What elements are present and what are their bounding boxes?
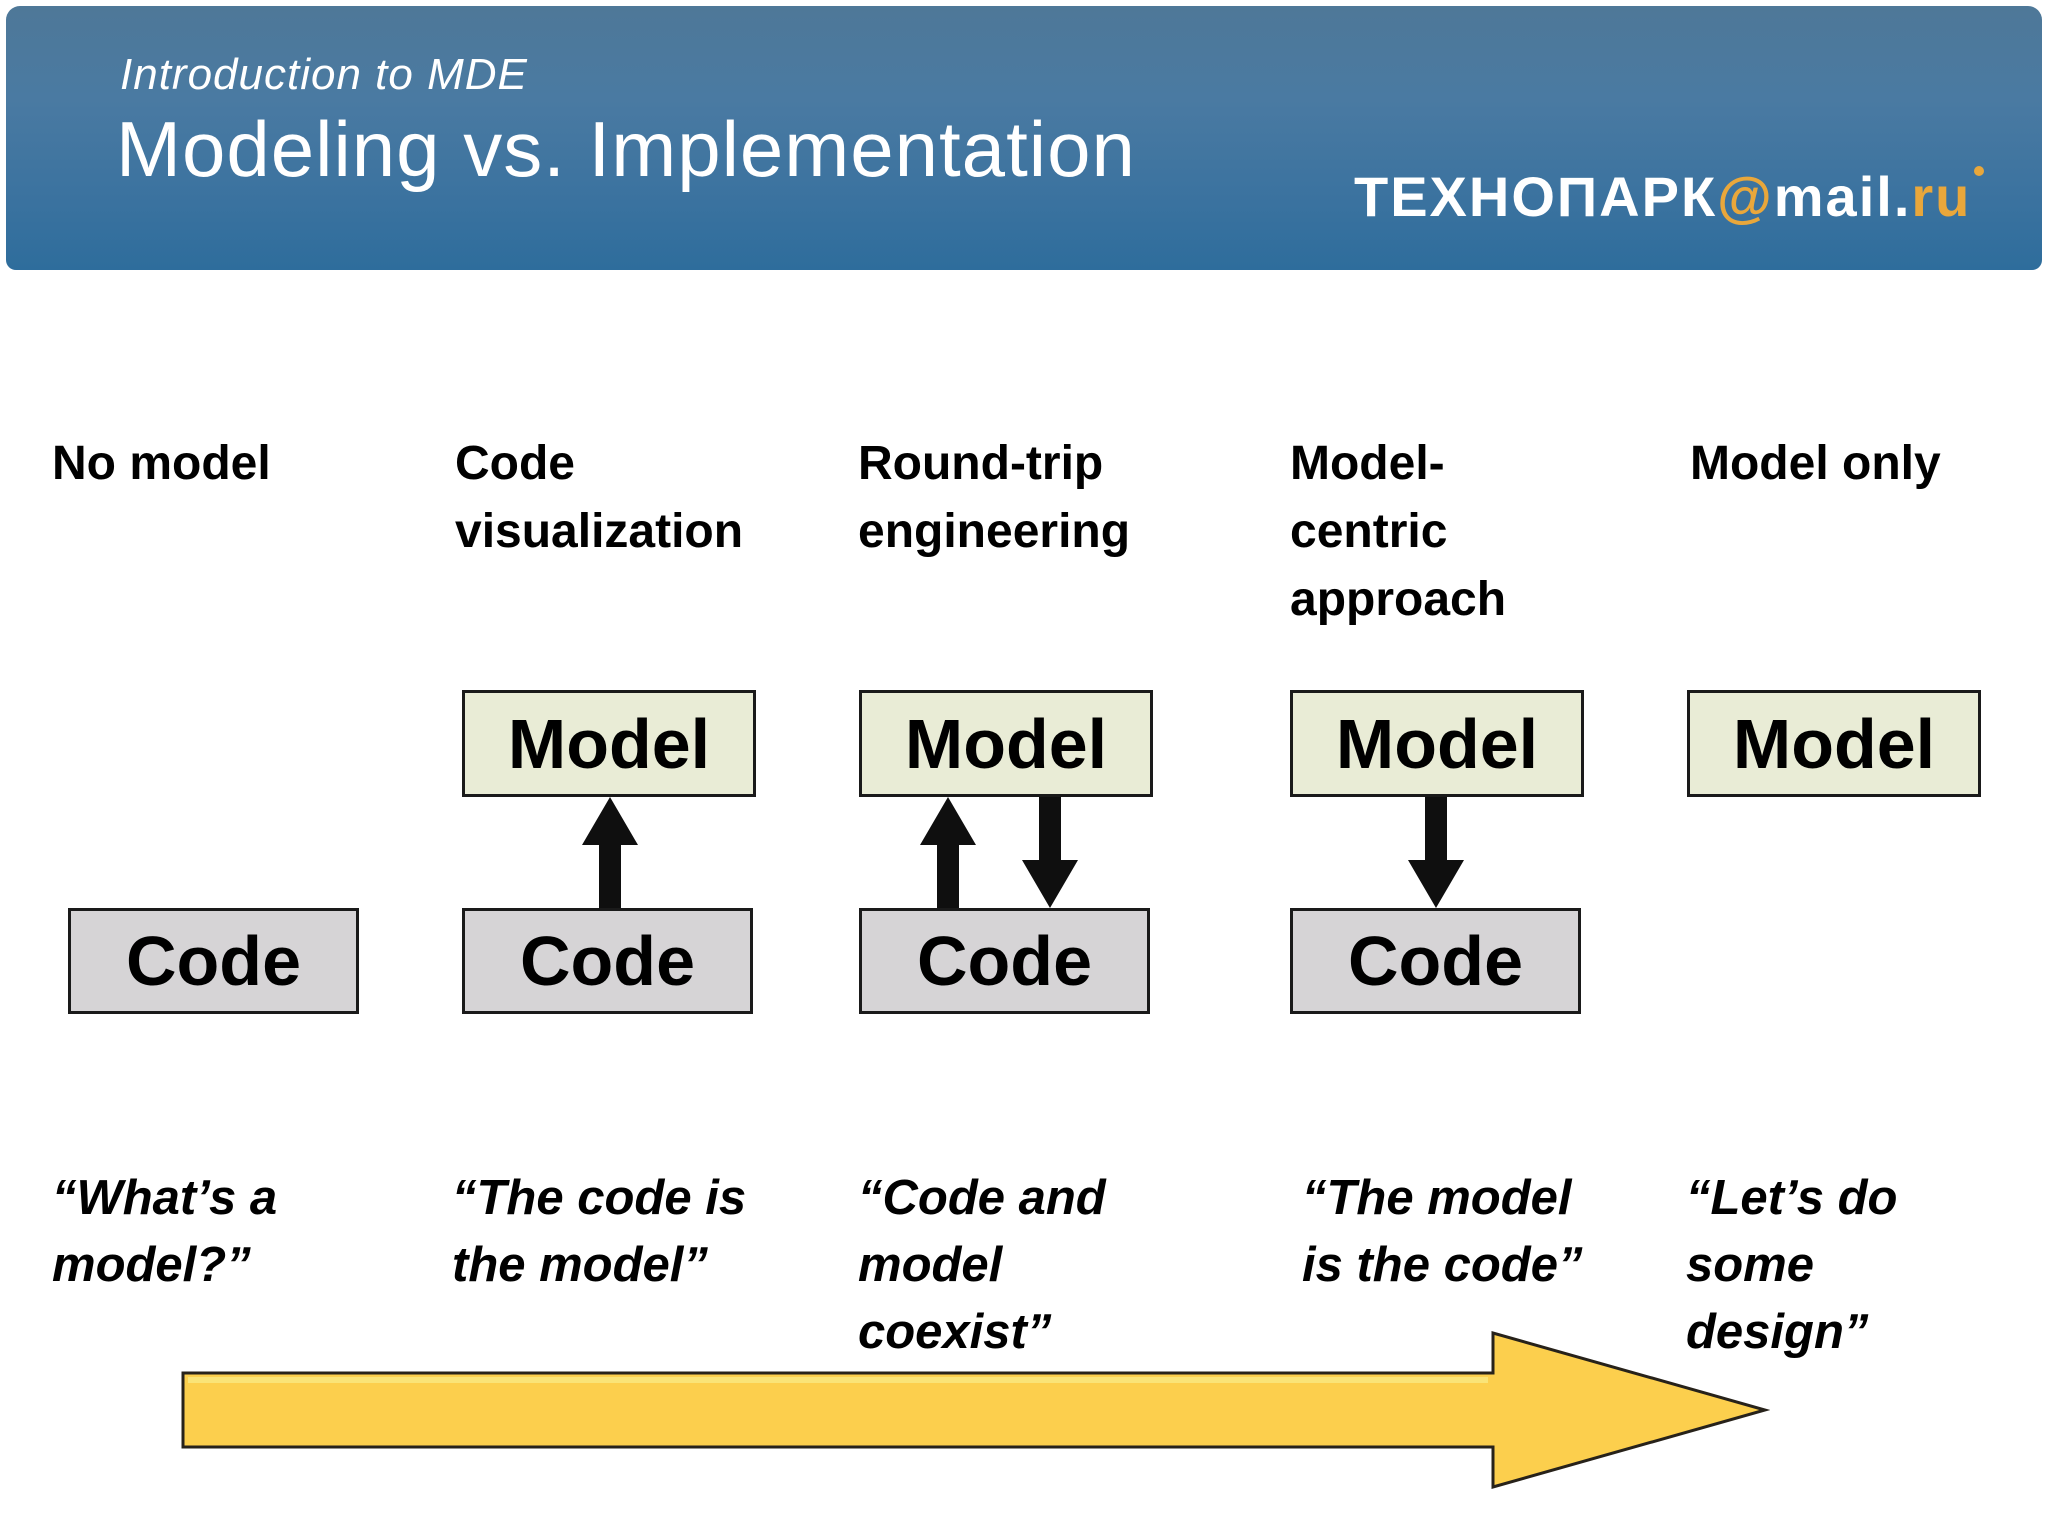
logo-trademark-dot xyxy=(1974,166,1985,176)
quote-round-trip: “Code and model coexist” xyxy=(858,1171,1106,1359)
down-arrow-icon xyxy=(1408,797,1464,908)
quote-model-centric: “The model is the code” xyxy=(1302,1171,1583,1292)
code-box: Code xyxy=(462,908,753,1014)
model-box: Model xyxy=(1290,690,1584,797)
slide-pretitle: Introduction to MDE xyxy=(120,50,528,99)
slide-title: Modeling vs. Implementation xyxy=(116,105,1136,193)
model-box: Model xyxy=(1687,690,1981,797)
up-arrow-icon xyxy=(920,797,976,908)
column-header-model-centric: Model- centric approach xyxy=(1290,437,1507,626)
model-box: Model xyxy=(859,690,1153,797)
timeline-arrow-icon xyxy=(181,1331,1770,1489)
column-header-model-only: Model only xyxy=(1690,437,1941,490)
header-banner: Introduction to MDE Modeling vs. Impleme… xyxy=(6,6,2042,270)
code-box: Code xyxy=(859,908,1150,1014)
logo-brand: ТЕХНОПАРК xyxy=(1354,165,1718,228)
code-box: Code xyxy=(68,908,359,1014)
up-arrow-icon xyxy=(582,797,638,908)
logo-at-sign: @ xyxy=(1717,165,1774,228)
column-header-round-trip: Round-trip engineering xyxy=(858,437,1131,558)
logo-tld: ru xyxy=(1911,165,1972,228)
logo-dot: . xyxy=(1893,165,1912,228)
quote-no-model: “What’s a model?” xyxy=(52,1171,278,1292)
model-box: Model xyxy=(462,690,756,797)
logo-name: mail xyxy=(1773,165,1894,228)
down-arrow-icon xyxy=(1022,797,1078,908)
column-header-no-model: No model xyxy=(52,437,271,490)
quote-model-only: “Let’s do some design” xyxy=(1686,1171,1898,1359)
quote-code-visualization: “The code is the model” xyxy=(452,1171,747,1292)
brand-logo: ТЕХНОПАРК@mail.ru xyxy=(1354,164,1985,229)
code-box: Code xyxy=(1290,908,1581,1014)
column-header-code-visualization: Code visualization xyxy=(455,437,744,558)
